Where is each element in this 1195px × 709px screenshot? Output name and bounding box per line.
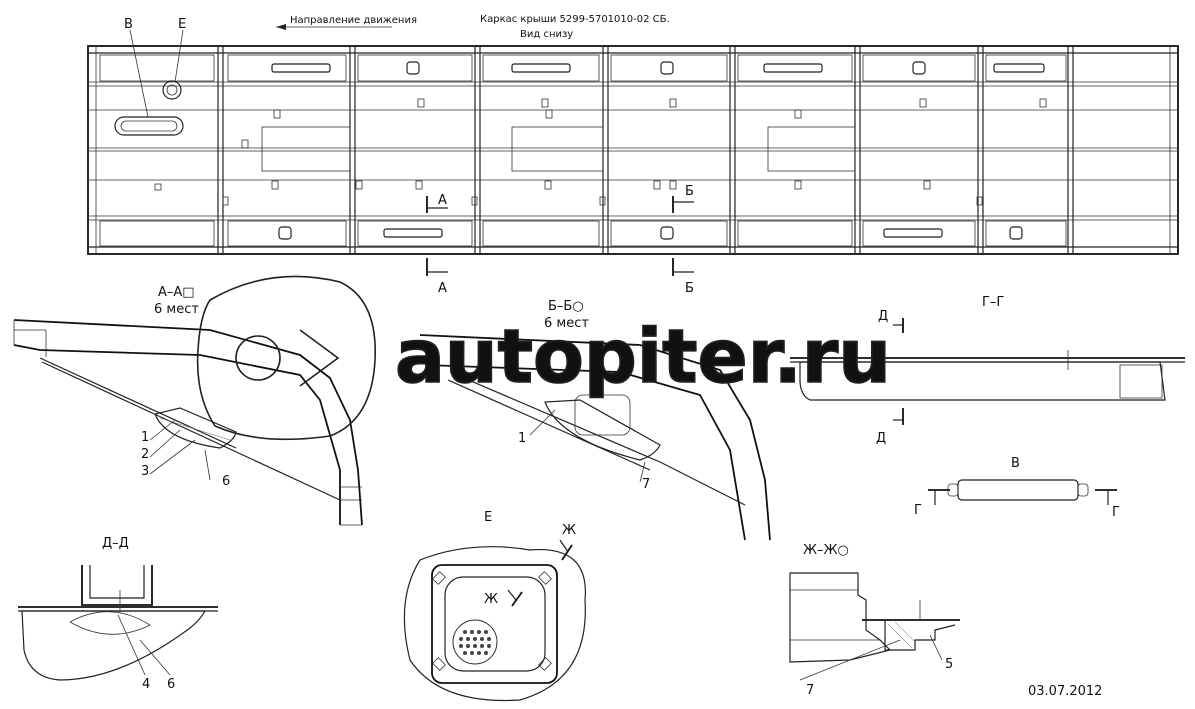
section-DD-title: Д–Д [102,536,129,551]
E-label-Zh-inner: Ж [484,592,498,607]
E-grille [452,619,498,665]
drawing-date: 03.07.2012 [1028,684,1102,699]
AA-callout-3: 3 [141,464,149,479]
plan-clips [154,98,1047,206]
V-label-G-left: Г [914,503,922,518]
section-DD: Д–Д 4 6 [18,536,218,692]
plan-outline [87,45,1179,255]
section-ZhZh-title: Ж–Ж○ [803,543,849,558]
vent-E [162,80,182,100]
view-E: Е Ж Ж [403,510,586,702]
section-BB-title: Б–Б○ [548,299,584,314]
ZhZh-callout-5: 5 [945,657,953,672]
label-A-top: А [438,193,447,208]
DD-callout-4: 4 [142,677,150,692]
hatch-V [114,116,184,136]
label-B-bottom: Б [685,281,694,296]
watermark-text: autopiter.ru [395,314,891,400]
plan-bottom-panels [99,220,1067,247]
label-A-bottom: А [438,281,447,296]
drawing-subtitle: Вид снизу [520,29,573,40]
section-mark-A: А А [426,193,448,296]
DD-callout-6: 6 [167,677,175,692]
AA-callout-6: 6 [222,474,230,489]
label-B-top: Б [685,184,694,199]
watermark-logo: autopiter.ru [196,275,892,441]
plan-openings [261,126,856,172]
plan-ribs [95,46,1171,254]
GG-label-D-bottom: Д [876,431,886,446]
direction-arrow-head [276,24,286,30]
E-grille-dots [459,630,491,655]
plan-slot-hatches [271,63,1045,238]
section-mark-B: Б Б [672,184,694,296]
view-E-title: Е [484,510,492,525]
section-BB: Б–Б○ 6 мест 1 7 [419,299,771,541]
BB-callout-1: 1 [518,431,526,446]
BB-callout-7: 7 [642,477,650,492]
label-V: В [124,17,133,32]
direction-label: Направление движения [290,15,417,26]
ZhZh-callout-7: 7 [806,683,814,698]
section-GG: Г–Г Д Д [790,295,1185,446]
header: Направление движения Каркас крыши 5299-5… [276,14,670,40]
view-V-title: В [1011,456,1020,471]
plan-round-vents [162,61,1023,240]
AA-callout-1: 1 [141,430,149,445]
drawing-title: Каркас крыши 5299-5701010-02 СБ. [480,14,670,25]
section-BB-count: 6 мест [544,316,589,331]
section-ZhZh: Ж–Ж○ 5 7 [789,543,960,698]
roof-frame-plan: А А Б Б В Е [87,17,1179,296]
GG-label-D-top: Д [878,309,888,324]
V-label-G-right: Г [1112,505,1120,520]
label-E: Е [178,17,186,32]
section-AA-title: А–А□ [158,285,195,300]
view-V: В Г Г [914,456,1120,520]
plan-top-panels [99,54,1067,82]
section-AA: А–А□ 6 мест 1 2 3 6 [13,285,363,526]
AA-callout-2: 2 [141,447,149,462]
E-label-Zh-outer: Ж [562,523,576,538]
section-AA-count: 6 мест [154,302,199,317]
section-GG-title: Г–Г [982,295,1004,310]
